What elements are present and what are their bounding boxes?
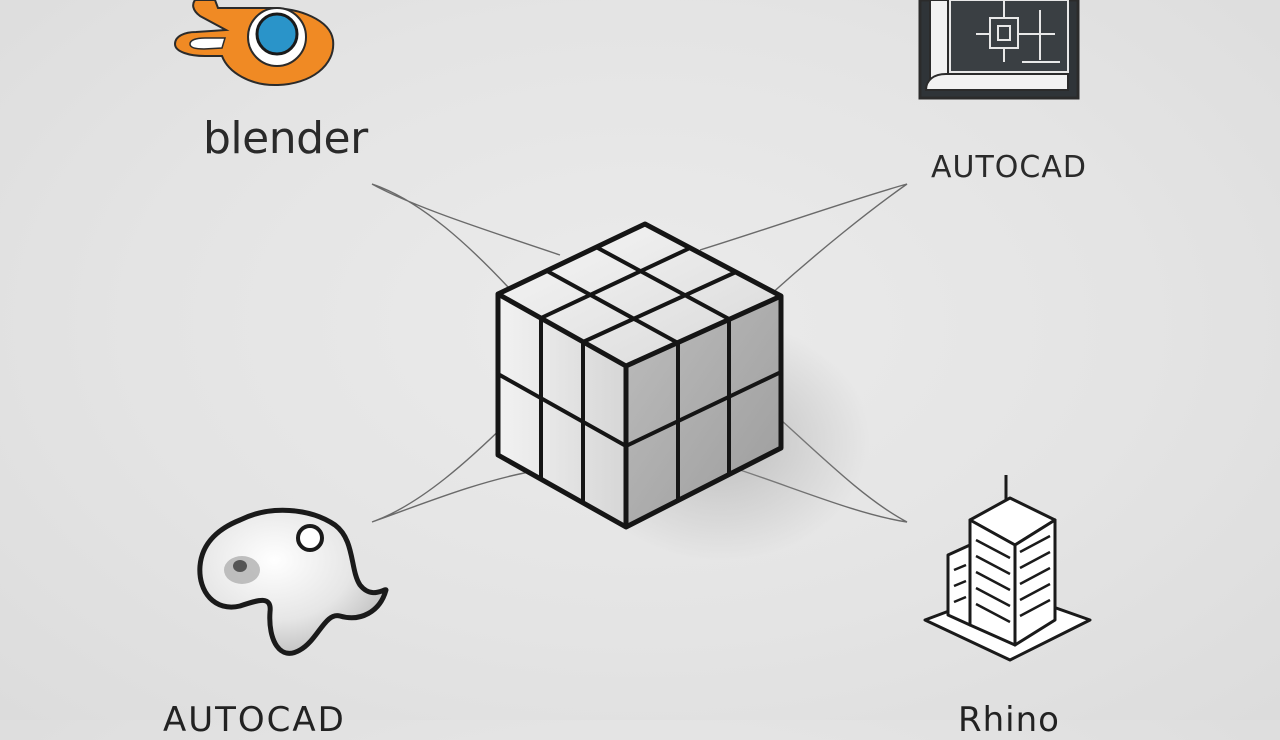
connector-to-autocad-top	[699, 183, 908, 296]
building-icon	[923, 475, 1092, 662]
connector-to-autocad-bottom	[371, 409, 541, 523]
center-cube	[495, 221, 870, 560]
organic-blob-icon	[197, 507, 389, 656]
connector-to-blender	[371, 183, 561, 301]
blueprint-icon	[918, 0, 1080, 100]
node-label-blender: blender	[203, 113, 368, 164]
node-label-rhino: Rhino	[958, 700, 1060, 740]
cube-right-face	[626, 296, 781, 527]
node-label-autocad-top: AUTOCAD	[931, 150, 1087, 185]
blender-logo-icon	[173, 0, 335, 87]
node-label-autocad-bottom: AUTOCAD	[163, 700, 346, 740]
